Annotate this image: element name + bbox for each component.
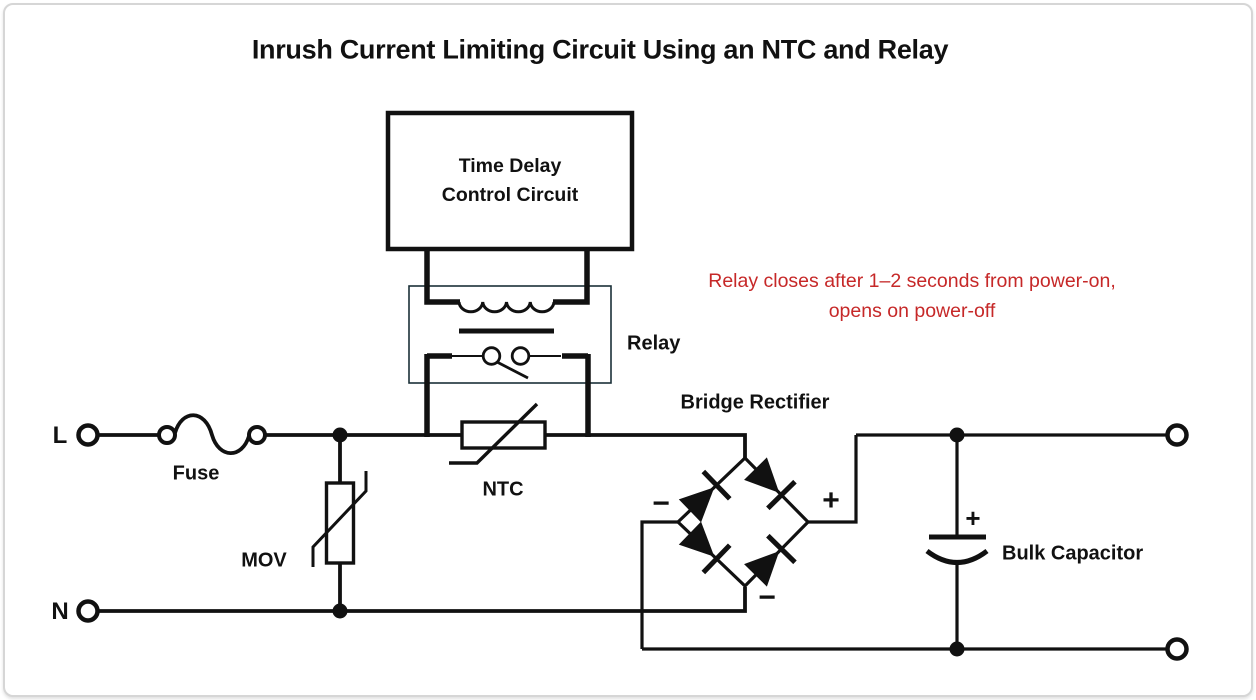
terminal-l-circle [76, 423, 100, 447]
mov-body [324, 481, 356, 565]
wire-coil-right [553, 249, 590, 305]
terminal-out-plus-circle [1165, 423, 1189, 447]
relay-coil-symbol [457, 301, 556, 314]
contact-blade [496, 360, 529, 380]
bridge-plus-sign: + [822, 484, 840, 517]
terminal-n-circle [76, 599, 100, 623]
junction-cap-plus [949, 427, 965, 443]
diode-top-left [678, 469, 732, 523]
junction-mov-n [332, 603, 348, 619]
bulk-capacitor-label: Bulk Capacitor [1002, 542, 1144, 565]
time-delay-box [385, 110, 635, 252]
cap-plate-negative [925, 548, 989, 565]
fuse-terminal-right [247, 425, 267, 445]
wire-bridge-pos-out [808, 435, 858, 524]
capacitor-plus-sign: + [965, 503, 981, 533]
diagram-title: Inrush Current Limiting Circuit Using an… [251, 34, 949, 65]
relay-enclosure-box [408, 285, 612, 384]
time-delay-line1: Time Delay [458, 155, 562, 177]
fuse-symbol [173, 413, 251, 455]
diode-bottom-right [744, 533, 797, 587]
relay-timing-annotation: Relay closes after 1–2 seconds from powe… [708, 266, 1116, 326]
mov-label: MOV [241, 549, 287, 572]
contact-pole-left [481, 346, 502, 366]
terminal-out-minus-circle [1165, 637, 1189, 661]
relay-label: Relay [627, 332, 681, 355]
fuse-terminal-left [157, 425, 177, 445]
annotation-line1: Relay closes after 1–2 seconds from powe… [708, 270, 1116, 292]
time-delay-box-label: Time Delay Control Circuit [442, 152, 579, 210]
fuse-label: Fuse [172, 462, 220, 485]
bridge-minus-bottom-sign: − [758, 581, 776, 614]
wire-l-to-bridge [537, 433, 747, 459]
junction-mov-l [332, 427, 348, 443]
mov-varistor-stroke [311, 471, 368, 567]
terminal-n-label: N [51, 598, 69, 625]
time-delay-line2: Control Circuit [441, 184, 579, 206]
bridge-minus-left-sign: − [652, 487, 670, 520]
wire-coil-left [424, 249, 460, 305]
bridge-diamond [675, 455, 811, 589]
bridge-rectifier-label: Bridge Rectifier [680, 391, 830, 414]
annotation-line2: opens on power-off [828, 300, 996, 322]
junction-cap-minus [949, 641, 965, 657]
diode-top-right [744, 457, 797, 511]
terminal-l-label: L [52, 422, 68, 449]
diode-bottom-left [678, 521, 732, 575]
ntc-thermistor-stroke [449, 402, 539, 465]
wire-n [98, 587, 747, 613]
contact-pole-right [510, 346, 531, 366]
ntc-label: NTC [482, 478, 524, 501]
wire-bridge-neg-out [640, 520, 678, 649]
